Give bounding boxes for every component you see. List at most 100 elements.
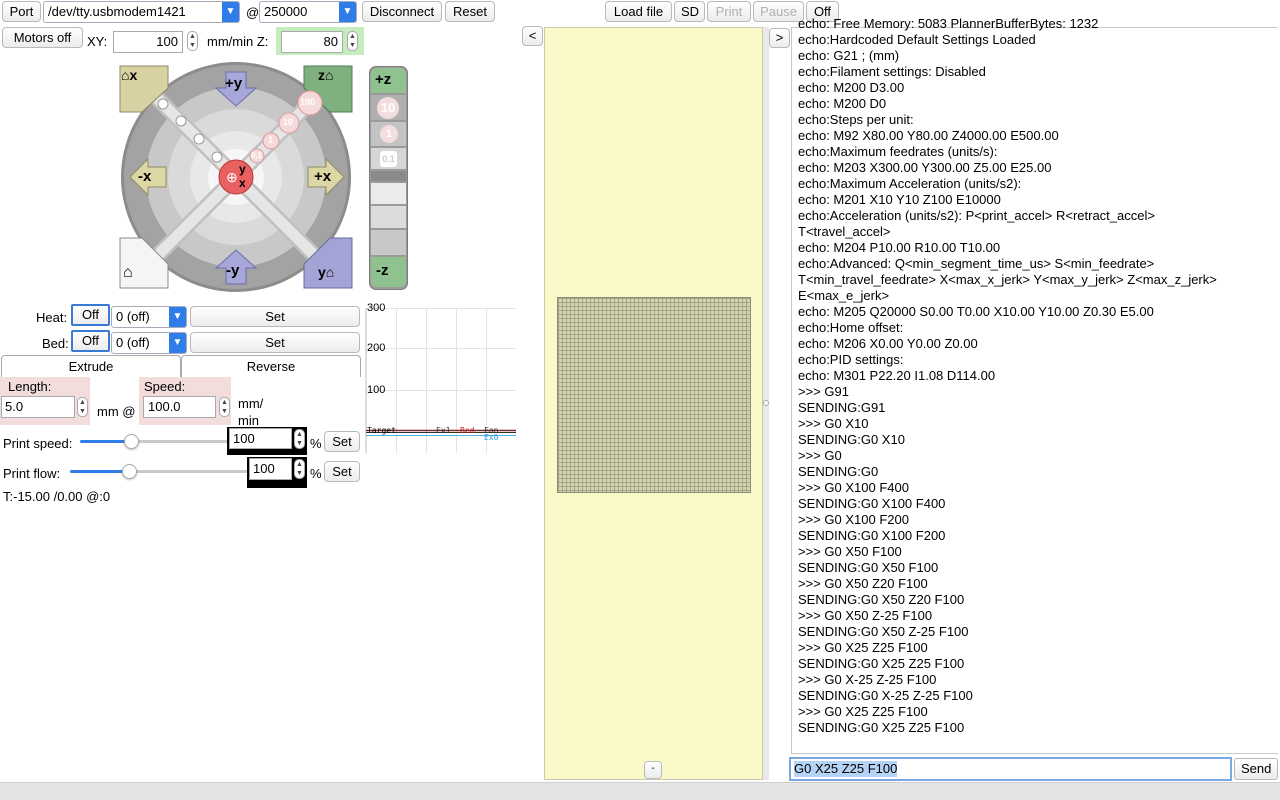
z-step-1-button[interactable]: 1 [371,122,406,147]
load-file-button[interactable]: Load file [605,1,672,22]
z-step-10-button[interactable]: 10 [371,95,406,121]
console-line: >>> G0 X50 Z-25 F100 [798,608,933,623]
reverse-button[interactable]: Reverse [181,355,361,377]
length-stepper[interactable]: ▲▼ [77,397,88,417]
console-line: SENDING:G0 X50 Z-25 F100 [798,624,969,639]
console-line: echo:Hardcoded Default Settings Loaded [798,32,1036,47]
print-speed-slider[interactable] [80,428,230,456]
print-button[interactable]: Print [707,1,751,22]
heat-off-button[interactable]: Off [71,304,110,326]
home-all-button[interactable]: ⌂ [123,264,147,284]
length-input[interactable]: 5.0 [1,396,75,418]
speed-label: Speed: [144,379,186,394]
port-button[interactable]: Port [2,1,41,22]
sd-button[interactable]: SD [674,1,705,22]
step-0-1-button[interactable]: 0.1 [251,151,263,160]
print-speed-input[interactable]: 100 [229,428,292,449]
xy-feedrate-input[interactable]: 100 [113,31,183,53]
console-line: echo:Maximum Acceleration (units/s2): [798,176,1022,191]
jog-plus-x-button[interactable]: +x [314,168,332,185]
step-1-button[interactable]: 1 [268,135,274,145]
print-speed-stepper[interactable]: ▲▼ [294,429,305,449]
console-log[interactable]: echo: Free Memory: 5083 PlannerBufferByt… [791,16,1278,754]
baud-value: 250000 [264,4,308,19]
plus-z-label: +z [375,71,392,88]
baud-select[interactable]: 250000 ▼ [259,1,357,23]
print-flow-slider[interactable] [70,458,250,486]
graph-ytick-100: 100 [367,384,386,396]
home-z-button[interactable]: z⌂ [318,67,352,87]
graph-legend-bed: Bed [460,426,475,435]
jog-plus-z-button[interactable]: +z [371,68,406,94]
console-lines: echo: Free Memory: 5083 PlannerBufferByt… [798,16,1217,736]
mmmin-z-label: mm/min Z: [207,34,269,49]
z-feedrate-stepper[interactable]: ▲▼ [347,31,358,51]
console-line: echo: M301 P22.20 I1.08 D114.00 [798,368,996,383]
graph-legend-fan: Fan [484,426,499,435]
speed-stepper[interactable]: ▲▼ [219,397,230,417]
console-line: SENDING:G0 X25 Z25 F100 [798,720,965,735]
jog-minus-y-button[interactable]: -y [226,262,240,279]
jog-plus-y-button[interactable]: +y [225,75,243,92]
bed-off-button[interactable]: Off [71,330,110,352]
heat-set-button[interactable]: Set [190,306,360,327]
bed-set-button[interactable]: Set [190,332,360,353]
temperature-status: T:-15.00 /0.00 @:0 [3,489,111,504]
bed-temp-select[interactable]: 0 (off) ▼ [111,332,187,354]
command-input[interactable]: G0 X25 Z25 F100 [789,757,1232,781]
console-line: echo:Maximum feedrates (units/s): [798,144,998,159]
collapse-right-button[interactable]: > [769,28,790,48]
console-line: T<min_travel_feedrate> X<max_x_jerk> Y<m… [798,272,1217,287]
z-down-step-1[interactable] [371,206,406,229]
jog-minus-z-button[interactable]: -z [371,257,406,287]
xy-feedrate-stepper[interactable]: ▲▼ [187,31,198,51]
temperature-graph: 300 200 100 Target Ex1 Bed Fan Ex0 [365,302,516,453]
z-feedrate-input[interactable]: 80 [281,31,343,53]
motors-off-button[interactable]: Motors off [2,27,83,48]
graph-legend-ex0: Ex0 [484,433,499,442]
home-z-label: z [318,67,325,83]
print-flow-input[interactable]: 100 [249,458,292,480]
minus-z-label: -z [376,262,389,279]
pause-button[interactable]: Pause [753,1,804,22]
console-line: >>> G0 X50 Z20 F100 [798,576,928,591]
z-down-step-10[interactable] [371,230,406,256]
chevron-down-icon: ▼ [222,2,239,22]
chevron-down-icon: ▼ [169,307,186,327]
print-flow-stepper[interactable]: ▲▼ [294,459,305,479]
home-x-button[interactable]: ⌂x [121,67,167,87]
print-flow-set-button[interactable]: Set [324,461,360,482]
preview-bottom-handle[interactable]: - [644,761,662,779]
console-line: E<max_e_jerk> [798,288,890,303]
jog-wheel [119,62,353,292]
step-100-button[interactable]: 100 [300,97,316,107]
send-button[interactable]: Send [1234,758,1278,780]
print-flow-slider-thumb[interactable] [122,464,137,479]
disconnect-button[interactable]: Disconnect [362,1,442,22]
console-line: SENDING:G0 X10 [798,432,905,447]
console-line: echo:Home offset: [798,320,904,335]
heat-temp-select[interactable]: 0 (off) ▼ [111,306,187,328]
print-flow-label: Print flow: [3,466,61,481]
extrude-button[interactable]: Extrude [1,355,181,377]
jog-minus-x-button[interactable]: -x [138,168,152,185]
collapse-left-button[interactable]: < [522,26,543,46]
z-down-step-0-1[interactable] [371,183,406,205]
power-off-button[interactable]: Off [806,1,839,22]
console-line: >>> G0 X25 Z25 F100 [798,704,928,719]
length-label: Length: [8,379,52,394]
console-line: >>> G0 X10 [798,416,869,431]
print-speed-slider-thumb[interactable] [124,434,139,449]
port-select[interactable]: /dev/tty.usbmodem1421 ▼ [43,1,240,23]
home-icon: ⌂ [325,264,335,280]
home-y-button[interactable]: y⌂ [318,264,352,284]
print-speed-slider-fill [80,440,131,443]
z-step-0-1-button[interactable]: 0.1 [371,148,406,170]
print-speed-set-button[interactable]: Set [324,431,360,452]
console-line: SENDING:G0 X50 Z20 F100 [798,592,965,607]
console-line: >>> G0 X-25 Z-25 F100 [798,672,937,687]
speed-input[interactable]: 100.0 [143,396,216,418]
step-10-button[interactable]: 10 [283,117,294,127]
console-line: echo:Steps per unit: [798,112,914,127]
reset-button[interactable]: Reset [445,1,495,22]
